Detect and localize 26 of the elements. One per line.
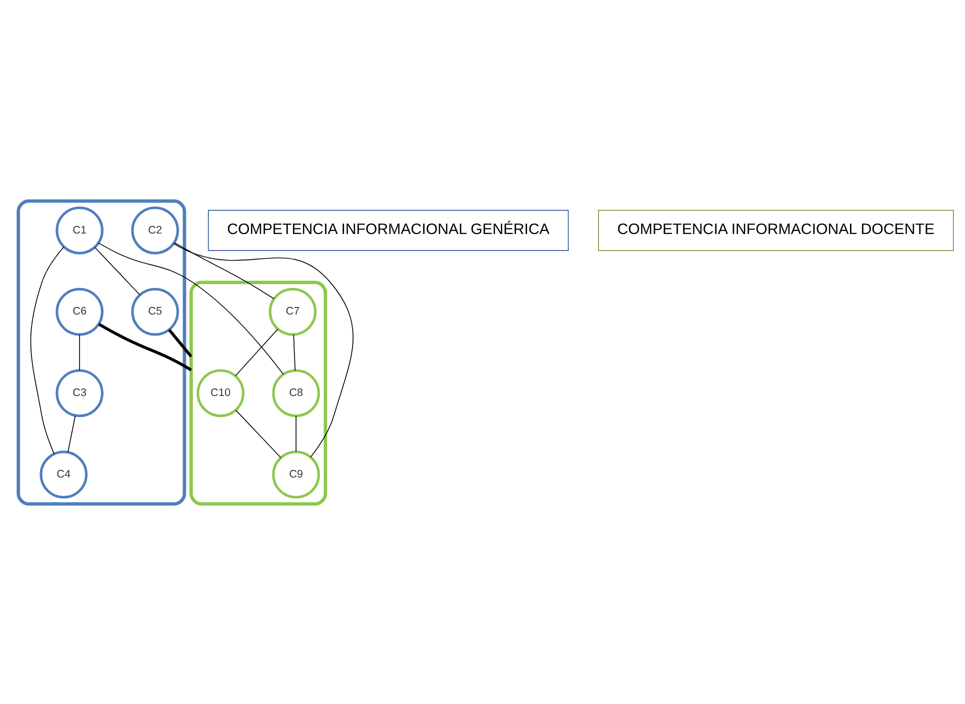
connector bbox=[98, 322, 192, 371]
connector bbox=[293, 334, 296, 370]
node-circle: C4 bbox=[40, 450, 88, 498]
connector bbox=[98, 242, 284, 374]
connector bbox=[68, 414, 76, 452]
node-circle: C6 bbox=[56, 287, 104, 336]
node-circle: C1 bbox=[56, 206, 104, 254]
connector bbox=[173, 242, 354, 457]
connector bbox=[235, 409, 282, 458]
connector bbox=[174, 242, 274, 299]
cluster bbox=[16, 198, 186, 506]
connector bbox=[79, 334, 80, 370]
node-circle: C7 bbox=[268, 287, 317, 336]
node-box: COMPETENCIA INFORMACIONAL DOCENTE bbox=[598, 209, 954, 250]
node-circle: C8 bbox=[272, 368, 320, 417]
node-circle: C5 bbox=[131, 287, 179, 336]
connector bbox=[94, 246, 140, 295]
cluster bbox=[190, 280, 328, 506]
connector bbox=[168, 328, 192, 358]
connector bbox=[30, 246, 64, 454]
node-circle: C3 bbox=[56, 368, 104, 417]
node-circle: C9 bbox=[272, 450, 320, 498]
connector bbox=[235, 328, 278, 376]
node-circle: C10 bbox=[196, 368, 244, 417]
node-circle: C2 bbox=[131, 206, 179, 254]
node-box: COMPETENCIA INFORMACIONAL GENÉRICA bbox=[208, 209, 569, 250]
